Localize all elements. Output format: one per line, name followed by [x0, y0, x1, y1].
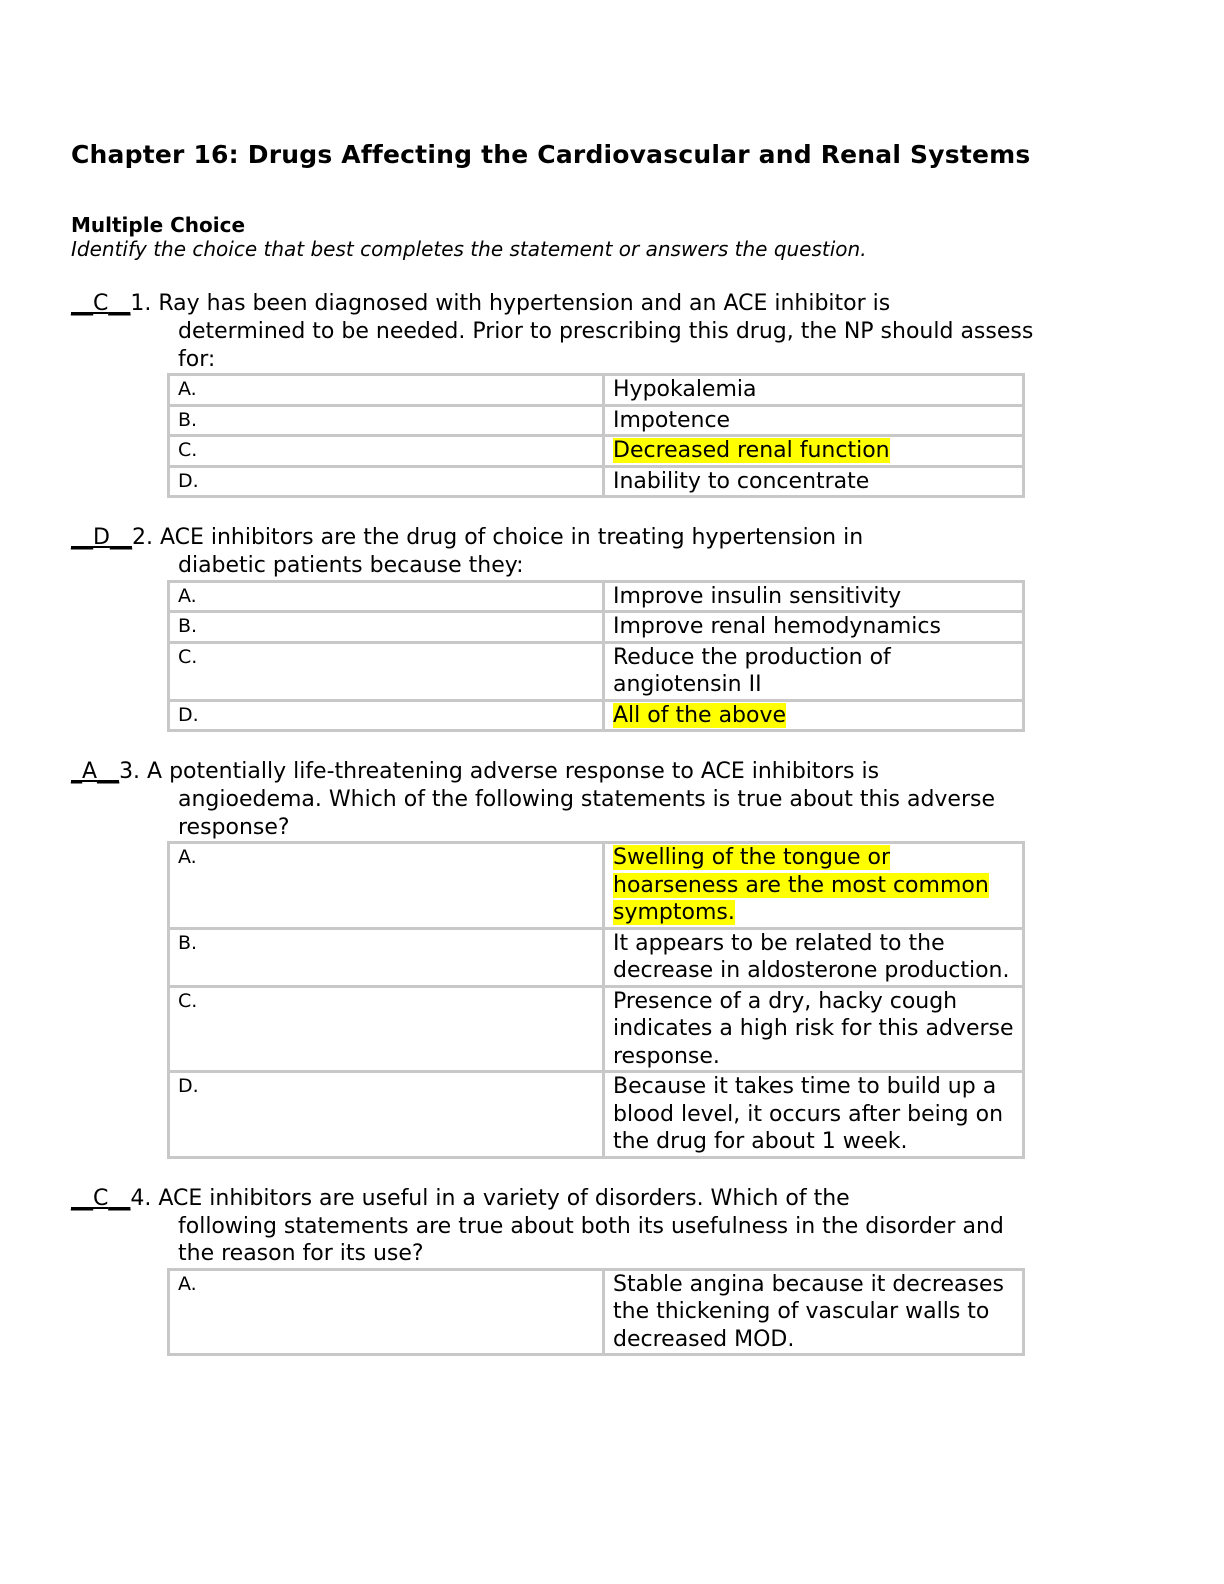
- choice-text: Reduce the production of angiotensin II: [602, 640, 1025, 702]
- choice-row: A.Swelling of the tongue or hoarseness a…: [167, 841, 1025, 930]
- answer-blank: __: [71, 291, 93, 316]
- choice-letter: A.: [167, 1267, 605, 1356]
- choice-row: D. All of the above: [167, 698, 1025, 732]
- choice-letter: A.: [167, 373, 605, 407]
- choice-text: All of the above: [602, 698, 1025, 732]
- question-number: 3.: [119, 759, 148, 784]
- question-text-continued: determined to be needed. Prior to prescr…: [178, 319, 1034, 372]
- choice-letter: A.: [167, 579, 605, 613]
- section-instructions: Identify the choice that best completes …: [71, 237, 867, 261]
- choice-letter: A.: [167, 841, 605, 930]
- choice-text: Because it takes time to build up a bloo…: [602, 1070, 1025, 1159]
- choice-row: A.Stable angina because it decreases the…: [167, 1267, 1025, 1356]
- choice-letter: D.: [167, 464, 605, 498]
- question-text: A potentially life-threatening adverse r…: [147, 759, 880, 784]
- question-text-continued: diabetic patients because they:: [178, 553, 524, 578]
- answer-blank: __: [97, 759, 120, 784]
- choice-text: Decreased renal function: [602, 434, 1025, 468]
- choice-row: B. Improve renal hemodynamics: [167, 610, 1025, 644]
- choice-letter: B.: [167, 403, 605, 437]
- question-text: Ray has been diagnosed with hypertension…: [158, 291, 891, 316]
- question-number: 1.: [130, 291, 159, 316]
- choice-row: D.Because it takes time to build up a bl…: [167, 1070, 1025, 1159]
- choice-label: Reduce the production of angiotensin II: [613, 644, 891, 698]
- choice-text: Impotence: [602, 403, 1025, 437]
- choice-label: Stable angina because it decreases the t…: [613, 1271, 1004, 1352]
- question-item: __C__1. Ray has been diagnosed with hype…: [71, 290, 1033, 498]
- choice-text: Presence of a dry, hacky cough indicates…: [602, 984, 1025, 1073]
- choices-table: A.Stable angina because it decreases the…: [167, 1267, 1025, 1357]
- choice-letter: B.: [167, 610, 605, 644]
- choices-table: A.Swelling of the tongue or hoarseness a…: [167, 841, 1025, 1159]
- question-first-line: __D__2. ACE inhibitors are the drug of c…: [71, 524, 1031, 552]
- choice-row: B.It appears to be related to the decrea…: [167, 926, 1025, 988]
- answer-blank: __: [109, 525, 132, 550]
- choice-text: Swelling of the tongue or hoarseness are…: [602, 841, 1025, 930]
- question-text: ACE inhibitors are the drug of choice in…: [159, 525, 864, 550]
- choice-row: C.Presence of a dry, hacky cough indicat…: [167, 984, 1025, 1073]
- question-number: 4.: [130, 1185, 159, 1211]
- section-heading: Multiple Choice: [71, 213, 246, 237]
- question-first-line: __C__4. ACE inhibitors are useful in a v…: [71, 1185, 1031, 1213]
- choice-text: Improve insulin sensitivity: [602, 579, 1025, 613]
- question-item: __D__2. ACE inhibitors are the drug of c…: [71, 524, 1031, 732]
- highlighted-answer: Decreased renal function: [613, 438, 890, 463]
- highlighted-answer: Swelling of the tongue or hoarseness are…: [613, 845, 989, 925]
- choice-letter: C.: [167, 640, 605, 702]
- answer-blank: _: [71, 759, 82, 784]
- highlighted-answer: All of the above: [613, 702, 787, 728]
- answer-blank: __: [108, 291, 131, 316]
- document-page: Chapter 16: Drugs Affecting the Cardiova…: [71, 140, 1033, 1357]
- answer-blank: __: [108, 1185, 131, 1211]
- choice-label: Because it takes time to build up a bloo…: [613, 1074, 1004, 1154]
- choice-row: A. Hypokalemia: [167, 373, 1025, 407]
- choice-row: A. Improve insulin sensitivity: [167, 579, 1025, 613]
- choice-letter: B.: [167, 926, 605, 988]
- answer-letter: A: [82, 759, 98, 784]
- choice-text: It appears to be related to the decrease…: [602, 926, 1025, 988]
- answer-letter: C: [93, 1185, 109, 1211]
- question-first-line: _A__3. A potentially life-threatening ad…: [71, 758, 1031, 786]
- question-first-line: __C__1. Ray has been diagnosed with hype…: [71, 290, 1031, 318]
- choice-label: Improve insulin sensitivity: [613, 583, 902, 609]
- answer-blank: __: [71, 1185, 93, 1211]
- choice-text: Improve renal hemodynamics: [602, 610, 1025, 644]
- answer-letter: D: [93, 525, 110, 550]
- choice-text: Stable angina because it decreases the t…: [602, 1267, 1025, 1356]
- choice-label: Presence of a dry, hacky cough indicates…: [613, 988, 1014, 1069]
- choice-row: B. Impotence: [167, 403, 1025, 437]
- choice-label: It appears to be related to the decrease…: [613, 930, 1010, 984]
- choice-letter: C.: [167, 984, 605, 1073]
- choice-row: C. Decreased renal function: [167, 434, 1025, 468]
- choice-letter: D.: [167, 698, 605, 732]
- question-text-continued: angioedema. Which of the following state…: [178, 787, 996, 840]
- choice-label: Hypokalemia: [613, 377, 757, 402]
- question-item: _A__3. A potentially life-threatening ad…: [71, 758, 1031, 1159]
- choice-label: Impotence: [613, 407, 731, 433]
- question-text: ACE inhibitors are useful in a variety o…: [158, 1185, 850, 1211]
- choice-label: Inability to concentrate: [613, 468, 870, 494]
- choice-row: C.Reduce the production of angiotensin I…: [167, 640, 1025, 702]
- choice-row: D. Inability to concentrate: [167, 464, 1025, 498]
- choice-text: Inability to concentrate: [602, 464, 1025, 498]
- answer-letter: C: [93, 291, 109, 316]
- question-item: __C__4. ACE inhibitors are useful in a v…: [71, 1185, 1031, 1357]
- question-list: __C__1. Ray has been diagnosed with hype…: [71, 290, 1033, 1357]
- question-number: 2.: [131, 525, 160, 550]
- question-text-continued: following statements are true about both…: [178, 1213, 1004, 1267]
- choice-label: Improve renal hemodynamics: [613, 614, 941, 639]
- choice-letter: C.: [167, 434, 605, 468]
- page-title: Chapter 16: Drugs Affecting the Cardiova…: [71, 140, 1031, 169]
- choice-text: Hypokalemia: [602, 373, 1025, 407]
- choice-letter: D.: [167, 1070, 605, 1159]
- answer-blank: __: [71, 525, 93, 550]
